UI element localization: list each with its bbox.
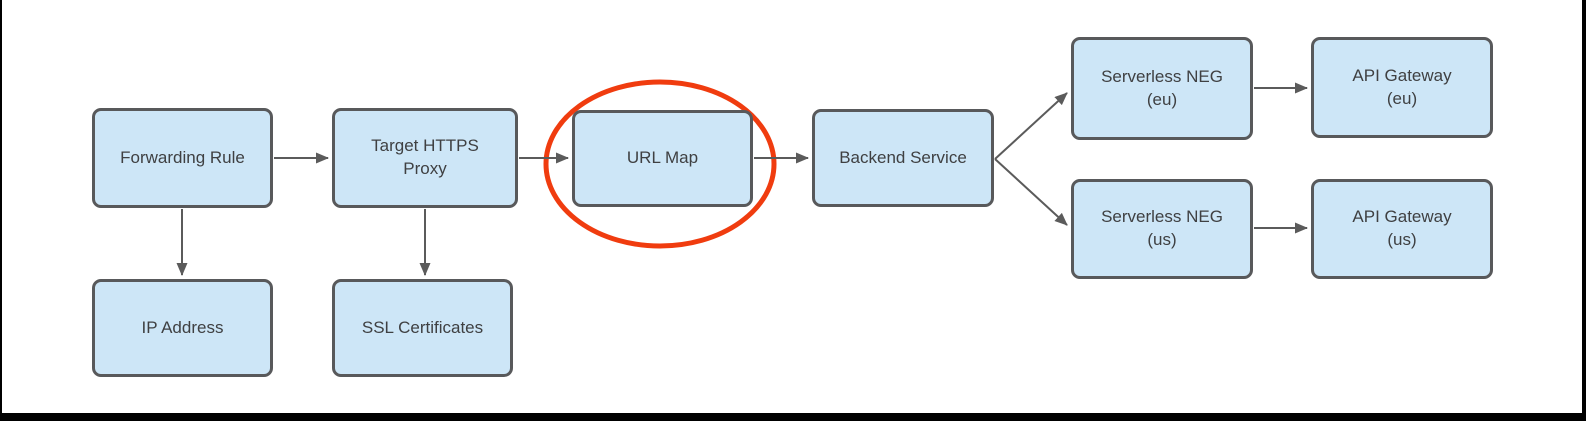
- node-url-map-label: URL Map: [626, 148, 699, 168]
- node-backend-service: Backend Service: [812, 109, 994, 207]
- node-url-map: URL Map: [572, 110, 753, 207]
- node-serverless-neg-eu-label: Serverless NEG (eu): [1101, 66, 1223, 109]
- highlight-ellipse-url-map: [543, 79, 777, 249]
- page-edge-right: [1582, 0, 1586, 421]
- page-edge-bottom: [0, 413, 1586, 421]
- node-ssl-certificates-label: SSL Certificates: [361, 317, 484, 337]
- node-ip-address-label: IP Address: [141, 317, 224, 337]
- node-ip-address: IP Address: [92, 279, 273, 377]
- node-forwarding-rule-label: Forwarding Rule: [120, 147, 245, 167]
- node-api-gateway-eu: API Gateway (eu): [1311, 37, 1493, 138]
- edge-backend-service-to-serverless-neg-us: [994, 158, 1068, 226]
- node-api-gateway-us: API Gateway (us): [1311, 179, 1493, 279]
- node-target-https-proxy: Target HTTPS Proxy: [332, 108, 518, 208]
- node-serverless-neg-us: Serverless NEG (us): [1071, 179, 1253, 279]
- edge-backend-service-to-serverless-neg-eu: [994, 92, 1068, 160]
- node-ssl-certificates: SSL Certificates: [332, 279, 513, 377]
- node-serverless-neg-eu: Serverless NEG (eu): [1071, 37, 1253, 140]
- node-backend-service-label: Backend Service: [839, 147, 967, 167]
- node-serverless-neg-us-label: Serverless NEG (us): [1101, 207, 1223, 249]
- node-forwarding-rule: Forwarding Rule: [92, 108, 273, 208]
- node-api-gateway-us-label: API Gateway (us): [1352, 207, 1452, 249]
- node-target-https-proxy-label: Target HTTPS Proxy: [371, 136, 479, 178]
- page-edge-left: [0, 0, 2, 421]
- node-api-gateway-eu-label: API Gateway (eu): [1352, 65, 1452, 108]
